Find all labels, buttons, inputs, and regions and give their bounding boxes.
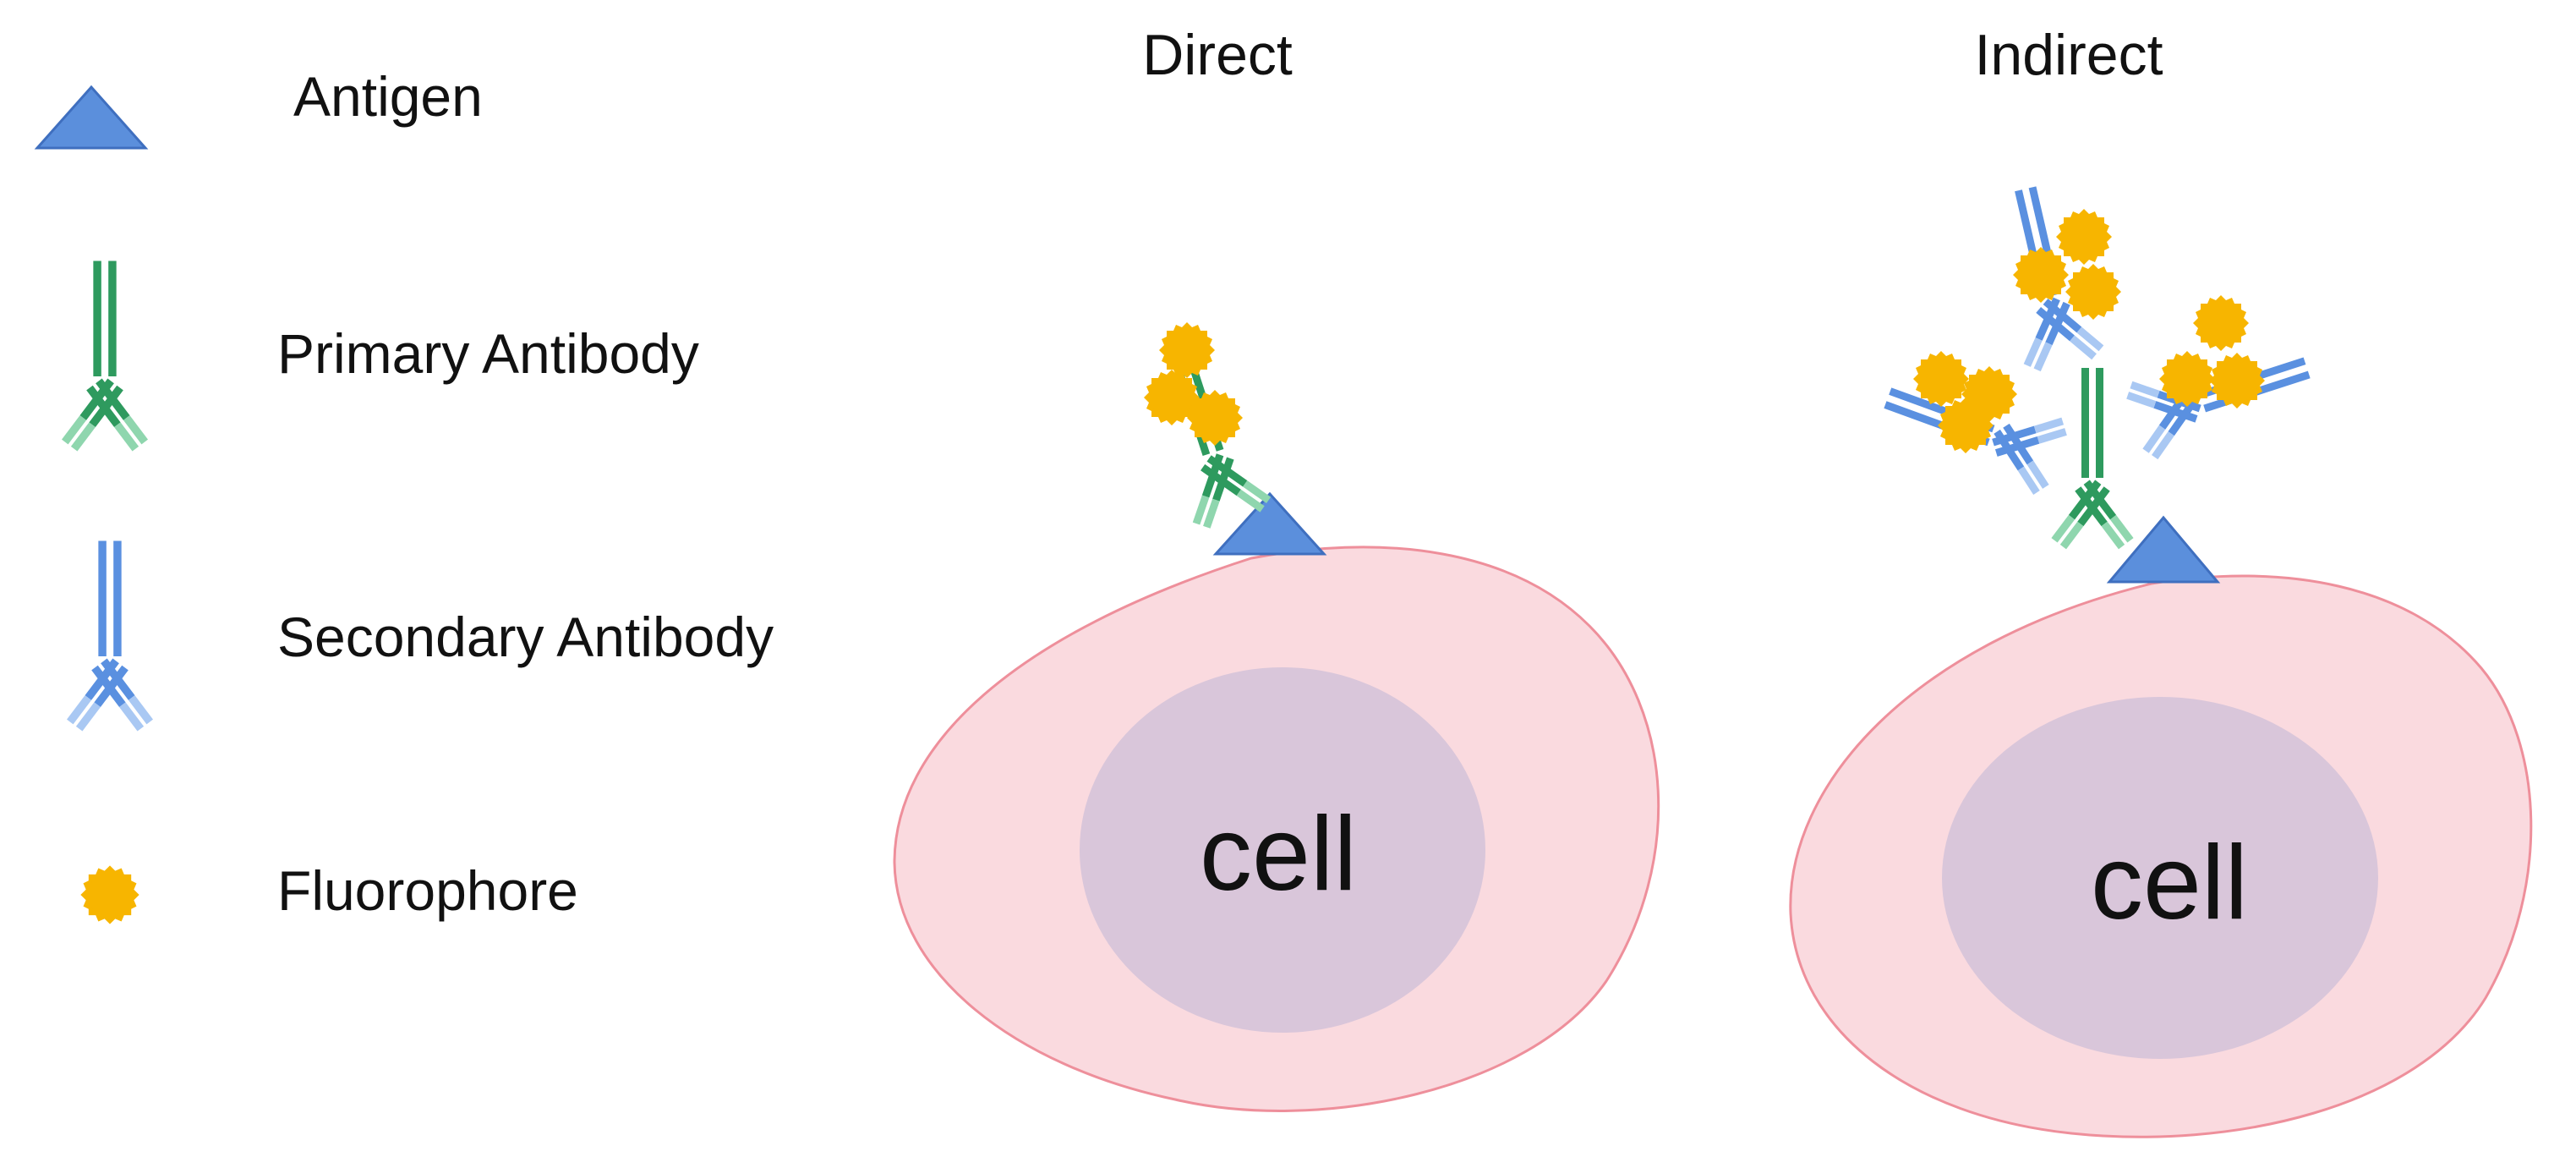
secondary-antibody-icon [67, 540, 153, 732]
legend: Antigen Primary Antibody Secondary Antib… [34, 65, 774, 924]
primary-antibody-icon [62, 260, 148, 452]
legend-item-antigen: Antigen [34, 65, 483, 150]
indirect-fluorophore-9 [2209, 353, 2265, 409]
direct-fluorophore-1 [1159, 322, 1215, 378]
indirect-fluorophore-1 [2056, 209, 2112, 265]
indirect-fluorophore-7 [2193, 295, 2249, 351]
legend-label-primary-antibody: Primary Antibody [277, 322, 699, 385]
indirect-panel: Indirect cell [1789, 23, 2533, 1138]
fluorophore-icon [80, 865, 139, 924]
indirect-cell-label: cell [2091, 825, 2248, 941]
indirect-title: Indirect [1975, 23, 2163, 87]
direct-antigen [1212, 491, 1327, 556]
antigen-triangle-icon [34, 85, 149, 150]
direct-nucleus [1080, 667, 1485, 1033]
direct-panel: Direct cell [893, 23, 1660, 1112]
direct-title: Direct [1142, 23, 1293, 87]
indirect-fluorophore-3 [2065, 264, 2121, 320]
indirect-fluorophore-2 [2013, 247, 2069, 303]
legend-label-antigen: Antigen [293, 65, 483, 128]
legend-item-secondary-antibody: Secondary Antibody [67, 540, 774, 732]
indirect-antigen [2106, 515, 2221, 584]
indirect-nucleus [1942, 697, 2378, 1059]
legend-label-fluorophore: Fluorophore [277, 859, 578, 922]
legend-label-secondary-antibody: Secondary Antibody [277, 606, 774, 668]
indirect-primary-antibody [2051, 368, 2134, 550]
indirect-fluorophore-4 [1913, 351, 1969, 407]
legend-item-fluorophore: Fluorophore [80, 859, 578, 924]
direct-cell-label: cell [1200, 796, 1357, 913]
legend-item-primary-antibody: Primary Antibody [62, 260, 699, 452]
